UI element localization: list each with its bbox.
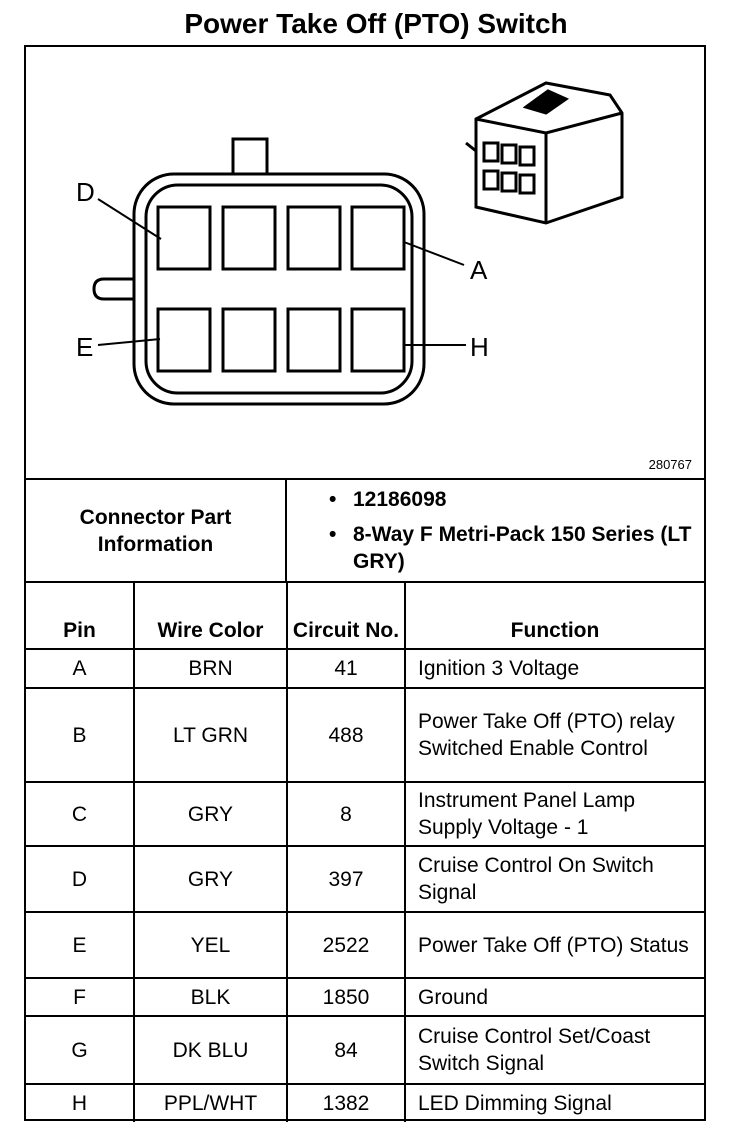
wire-color-cell: PPL/WHT bbox=[133, 1083, 288, 1122]
circuit-cell: 1382 bbox=[286, 1083, 406, 1122]
wire-color-cell: DK BLU bbox=[133, 1015, 288, 1085]
connector-type: 8-Way F Metri-Pack 150 Series (LT GRY) bbox=[289, 521, 704, 575]
pin-cell: D bbox=[26, 845, 135, 913]
cavity-g bbox=[286, 307, 342, 373]
pin-cell: F bbox=[26, 977, 135, 1017]
side-key bbox=[92, 277, 140, 301]
pinout-table: Pin Wire Color Circuit No. Function A BR… bbox=[26, 583, 704, 1122]
cavity-b bbox=[286, 205, 342, 271]
leader-line-e bbox=[97, 338, 161, 346]
header-wire-color: Wire Color bbox=[133, 583, 288, 650]
function-cell: Ground bbox=[404, 977, 704, 1017]
cavity-d bbox=[156, 205, 212, 271]
wire-color-cell: LT GRN bbox=[133, 687, 288, 783]
connector-part-info-list: 12186098 8-Way F Metri-Pack 150 Series (… bbox=[289, 480, 704, 581]
table-row: D GRY 397 Cruise Control On Switch Signa… bbox=[26, 845, 704, 913]
wire-color-cell: GRY bbox=[133, 781, 288, 847]
pin-label-e: E bbox=[76, 332, 93, 362]
wire-color-cell: YEL bbox=[133, 911, 288, 979]
pin-cell: A bbox=[26, 648, 135, 689]
figure-number: 280767 bbox=[648, 457, 692, 472]
function-cell: LED Dimming Signal bbox=[404, 1083, 704, 1122]
circuit-cell: 2522 bbox=[286, 911, 406, 979]
function-cell: Ignition 3 Voltage bbox=[404, 648, 704, 689]
leader-line-a bbox=[403, 241, 465, 266]
table-row: G DK BLU 84 Cruise Control Set/Coast Swi… bbox=[26, 1015, 704, 1085]
connector-sheet: D A E H 280767 Connector Part Info bbox=[24, 45, 706, 1122]
circuit-cell: 84 bbox=[286, 1015, 406, 1085]
wire-color-cell: BRN bbox=[133, 648, 288, 689]
circuit-cell: 8 bbox=[286, 781, 406, 847]
circuit-cell: 488 bbox=[286, 687, 406, 783]
function-cell: Instrument Panel Lamp Supply Voltage - 1 bbox=[404, 781, 704, 847]
connector-part-info: Connector Part Information 12186098 8-Wa… bbox=[26, 480, 704, 583]
function-cell: Cruise Control On Switch Signal bbox=[404, 845, 704, 913]
circuit-cell: 41 bbox=[286, 648, 406, 689]
pin-cell: H bbox=[26, 1083, 135, 1122]
pin-label-h: H bbox=[470, 332, 489, 362]
cavity-h bbox=[350, 307, 406, 373]
wire-color-cell: GRY bbox=[133, 845, 288, 913]
leader-line-d bbox=[97, 198, 162, 240]
function-cell: Power Take Off (PTO) relay Switched Enab… bbox=[404, 687, 704, 783]
function-cell: Cruise Control Set/Coast Switch Signal bbox=[404, 1015, 704, 1085]
pin-cell: C bbox=[26, 781, 135, 847]
wire-color-cell: BLK bbox=[133, 977, 288, 1017]
function-cell: Power Take Off (PTO) Status bbox=[404, 911, 704, 979]
header-function: Function bbox=[404, 583, 704, 650]
table-row: C GRY 8 Instrument Panel Lamp Supply Vol… bbox=[26, 781, 704, 847]
connector-diagram: D A E H 280767 bbox=[26, 47, 704, 480]
page-title: Power Take Off (PTO) Switch bbox=[184, 8, 568, 39]
circuit-cell: 1850 bbox=[286, 977, 406, 1017]
table-row: A BRN 41 Ignition 3 Voltage bbox=[26, 648, 704, 689]
connector-part-info-label: Connector Part Information bbox=[26, 480, 287, 581]
part-number: 12186098 bbox=[289, 486, 704, 513]
connector-shell-inner bbox=[144, 183, 414, 395]
pin-cell: E bbox=[26, 911, 135, 979]
table-row: H PPL/WHT 1382 LED Dimming Signal bbox=[26, 1083, 704, 1122]
circuit-cell: 397 bbox=[286, 845, 406, 913]
header-pin: Pin bbox=[26, 583, 135, 650]
locking-tab bbox=[231, 137, 269, 179]
cavity-a bbox=[350, 205, 406, 271]
pin-label-a: A bbox=[470, 255, 488, 285]
cavity-f bbox=[221, 307, 277, 373]
pin-cell: B bbox=[26, 687, 135, 783]
cavity-c bbox=[221, 205, 277, 271]
pin-label-d: D bbox=[76, 177, 95, 207]
table-row: E YEL 2522 Power Take Off (PTO) Status bbox=[26, 911, 704, 979]
connector-perspective-sketch bbox=[465, 81, 624, 225]
table-header-row: Pin Wire Color Circuit No. Function bbox=[26, 583, 704, 650]
table-row: B LT GRN 488 Power Take Off (PTO) relay … bbox=[26, 687, 704, 783]
connector-face-drawing: D A E H bbox=[76, 81, 624, 406]
cavity-e bbox=[156, 307, 212, 373]
table-row: F BLK 1850 Ground bbox=[26, 977, 704, 1017]
header-circuit-no: Circuit No. bbox=[286, 583, 406, 650]
pin-cell: G bbox=[26, 1015, 135, 1085]
